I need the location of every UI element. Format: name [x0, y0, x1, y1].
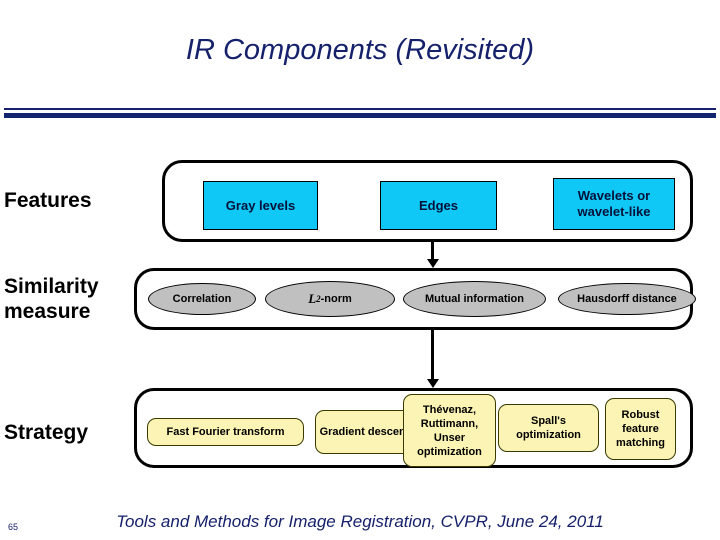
connector-line-similarity-to-strategy — [431, 330, 434, 384]
strategy-node-spall-optimization[interactable]: Spall's optimization — [498, 404, 599, 452]
footer-caption: Tools and Methods for Image Registration… — [116, 512, 604, 531]
row-label-features: Features — [4, 189, 92, 212]
feature-node-edges[interactable]: Edges — [380, 181, 497, 230]
connector-line-features-to-similarity — [431, 242, 434, 264]
row-label-strategy: Strategy — [4, 421, 89, 444]
arrow-down-icon — [427, 259, 439, 268]
row-label-similarity-line1: Similarity — [4, 275, 99, 298]
row-label-similarity-line2: measure — [4, 300, 91, 323]
row-label-similarity: Similarity measure — [4, 274, 99, 324]
strategy-node-gradient-descent[interactable]: Gradient descent — [315, 410, 414, 454]
l2-norm-prefix: L — [308, 291, 317, 306]
similarity-node-correlation[interactable]: Correlation — [148, 283, 256, 315]
feature-node-gray-levels[interactable]: Gray levels — [203, 181, 318, 230]
slide-number: 65 — [8, 522, 19, 532]
strategy-node-robust-feature-matching[interactable]: Robust feature matching — [605, 398, 676, 460]
header-rule-thin — [4, 108, 716, 110]
l2-norm-suffix: -norm — [320, 293, 352, 305]
similarity-node-hausdorff-distance[interactable]: Hausdorff distance — [558, 283, 696, 315]
feature-node-wavelets[interactable]: Wavelets or wavelet-like — [553, 178, 675, 230]
arrow-down-icon — [427, 379, 439, 388]
strategy-node-thevenaz-ruttimann-unser[interactable]: Thévenaz, Ruttimann, Unser optimization — [403, 394, 496, 467]
page-title: IR Components (Revisited) — [185, 34, 535, 66]
header-rule-thick — [4, 113, 716, 118]
similarity-node-mutual-information[interactable]: Mutual information — [403, 281, 546, 317]
strategy-node-fast-fourier-transform[interactable]: Fast Fourier transform — [147, 418, 304, 446]
l2-norm-subscript: 2 — [316, 294, 321, 304]
